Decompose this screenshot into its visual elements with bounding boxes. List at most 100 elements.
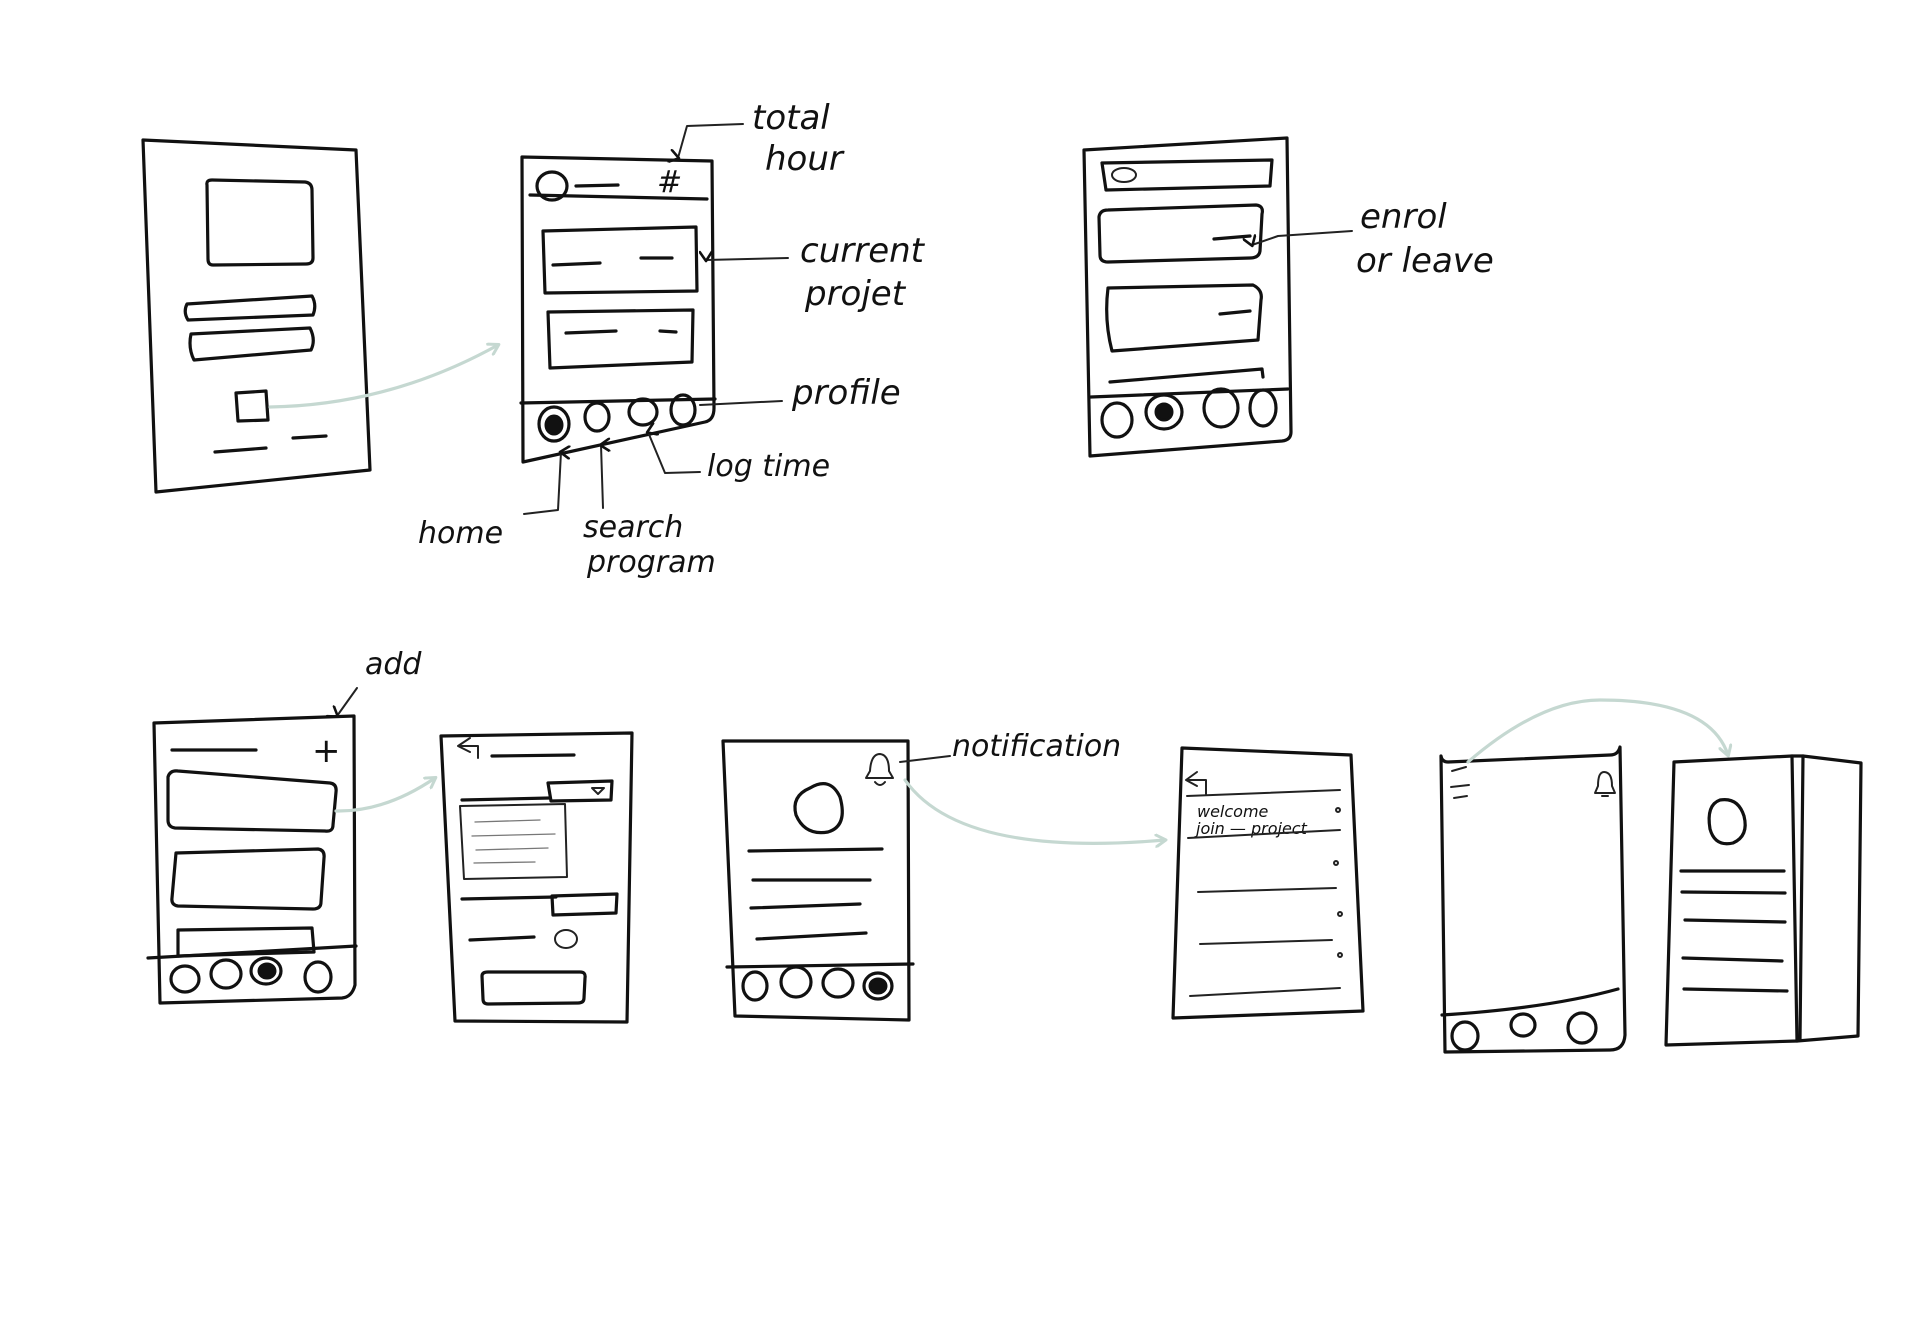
profile-pointer [699, 400, 783, 406]
hours-stepper-icon [554, 929, 578, 949]
drawer-menu-item-3 [1683, 918, 1787, 924]
drawer-menu-item-4 [1681, 956, 1784, 963]
notifications-back-arrow-icon [1185, 771, 1207, 795]
enrol-label-line2: or leave [1356, 241, 1494, 281]
menu-closed-tabbar-divider [1440, 987, 1620, 1017]
menu-closed-home-tab [1450, 1020, 1480, 1052]
username-field [183, 294, 317, 322]
project-field-label [460, 796, 552, 802]
search-screen-log-tab [1202, 387, 1240, 429]
log-time-pointer [648, 432, 701, 474]
logo-placeholder [205, 178, 315, 267]
program-card-1-enrol-button [1212, 234, 1252, 241]
home-phone-frame [520, 155, 716, 464]
profile-screen-sketch [721, 739, 915, 1022]
menu-closed-bell-icon [1594, 771, 1616, 797]
current-project-label-line2: projet [804, 274, 907, 314]
enrol-pointer [1252, 230, 1353, 245]
add-pointer [337, 687, 358, 716]
forgot-link-line [291, 434, 328, 440]
log-tabbar-divider [146, 944, 358, 960]
drawer-avatar-circle [1707, 797, 1747, 846]
notification-pointer [899, 755, 951, 763]
user-name-line [574, 183, 620, 188]
log-time-label: log time [707, 449, 830, 484]
search-phone-frame [1082, 136, 1293, 458]
profile-label: profile [791, 373, 901, 413]
profile-annotations: notification [899, 729, 1121, 764]
log-phone-frame [152, 714, 357, 1005]
profile-tabbar-divider [725, 962, 915, 969]
log-time-tab-circle [627, 397, 659, 427]
profile-info-line-1 [747, 847, 884, 853]
profile-screen-log-tab [821, 967, 855, 999]
password-field [188, 326, 315, 362]
login-to-home-flow-arrow [268, 345, 498, 409]
profile-phone-frame [721, 739, 911, 1022]
date-field-label [460, 895, 558, 901]
description-placeholder-lines [471, 819, 556, 864]
bell-icon [865, 753, 894, 786]
notification-item-5-dot [1337, 952, 1343, 958]
notification-divider-2 [1197, 887, 1337, 893]
project-card-1-title [551, 261, 602, 267]
log-entry-card-3 [176, 926, 316, 958]
current-project-card-1 [541, 225, 699, 295]
notification-item-3-dot [1333, 860, 1339, 866]
log-entry-card-1 [166, 769, 338, 833]
home-screen-sketch: # [519, 155, 717, 464]
log-screen-log-tab-active-dot [257, 962, 277, 980]
drawer-edge [1798, 754, 1805, 1042]
home-tab-active-dot [544, 414, 564, 436]
current-project-card-2 [546, 308, 695, 370]
add-label: add [365, 647, 422, 682]
search-program-screen-sketch [1082, 136, 1293, 458]
total-hour-label-line1: total [752, 98, 830, 138]
menu-closed-phone-frame [1439, 745, 1627, 1054]
log-screen-profile-tab [303, 960, 333, 994]
search-bar [1100, 158, 1274, 192]
profile-info-line-3 [749, 902, 862, 910]
back-arrow-icon [457, 737, 479, 759]
log-screen-log-tab [249, 956, 283, 986]
menu-closed-screen-sketch [1439, 745, 1627, 1054]
total-hours-symbol: # [657, 165, 682, 200]
search-annotations: enrol or leave [1252, 197, 1494, 281]
search-program-label-line2: program [586, 545, 716, 580]
profile-info-line-4 [755, 931, 868, 941]
program-card-3-top [1108, 367, 1265, 384]
log-entry-card-2 [170, 847, 326, 911]
notification-divider-3 [1199, 939, 1333, 945]
drawer-menu-item-2 [1680, 890, 1787, 895]
project-dropdown [546, 779, 614, 803]
hamburger-menu-icon [1450, 766, 1470, 799]
project-card-2-hours [658, 329, 678, 334]
add-button-symbol: + [312, 731, 341, 771]
search-icon [1111, 167, 1137, 183]
notification-item-4-dot [1337, 911, 1343, 917]
menu-open-flow-arrow [1466, 698, 1728, 764]
project-card-2-title [564, 329, 618, 335]
search-screen-home-tab [1100, 401, 1134, 439]
hours-field-label [468, 935, 536, 942]
log-time-form-screen-sketch [439, 731, 634, 1024]
description-textarea [459, 803, 568, 880]
date-input [550, 892, 619, 917]
log-annotations: add [337, 647, 422, 716]
total-hour-label-line2: hour [765, 139, 845, 179]
drawer-background-screen [1790, 754, 1863, 1043]
menu-open-screen-sketch [1664, 754, 1863, 1047]
dropdown-chevron-icon [591, 787, 605, 795]
current-project-pointer [706, 258, 789, 260]
profile-screen-search-tab [779, 965, 813, 999]
notification-divider-4 [1189, 987, 1341, 997]
submit-button [480, 970, 587, 1006]
program-card-2-enrol-button [1218, 309, 1252, 316]
form-header-title [490, 753, 576, 758]
drawer-menu-item-5 [1682, 987, 1789, 993]
notifications-header-divider [1186, 789, 1341, 797]
profile-screen-profile-tab [862, 971, 894, 1001]
search-program-pointer [601, 445, 603, 509]
program-card-2 [1105, 283, 1263, 353]
home-tab-circle [537, 405, 571, 443]
